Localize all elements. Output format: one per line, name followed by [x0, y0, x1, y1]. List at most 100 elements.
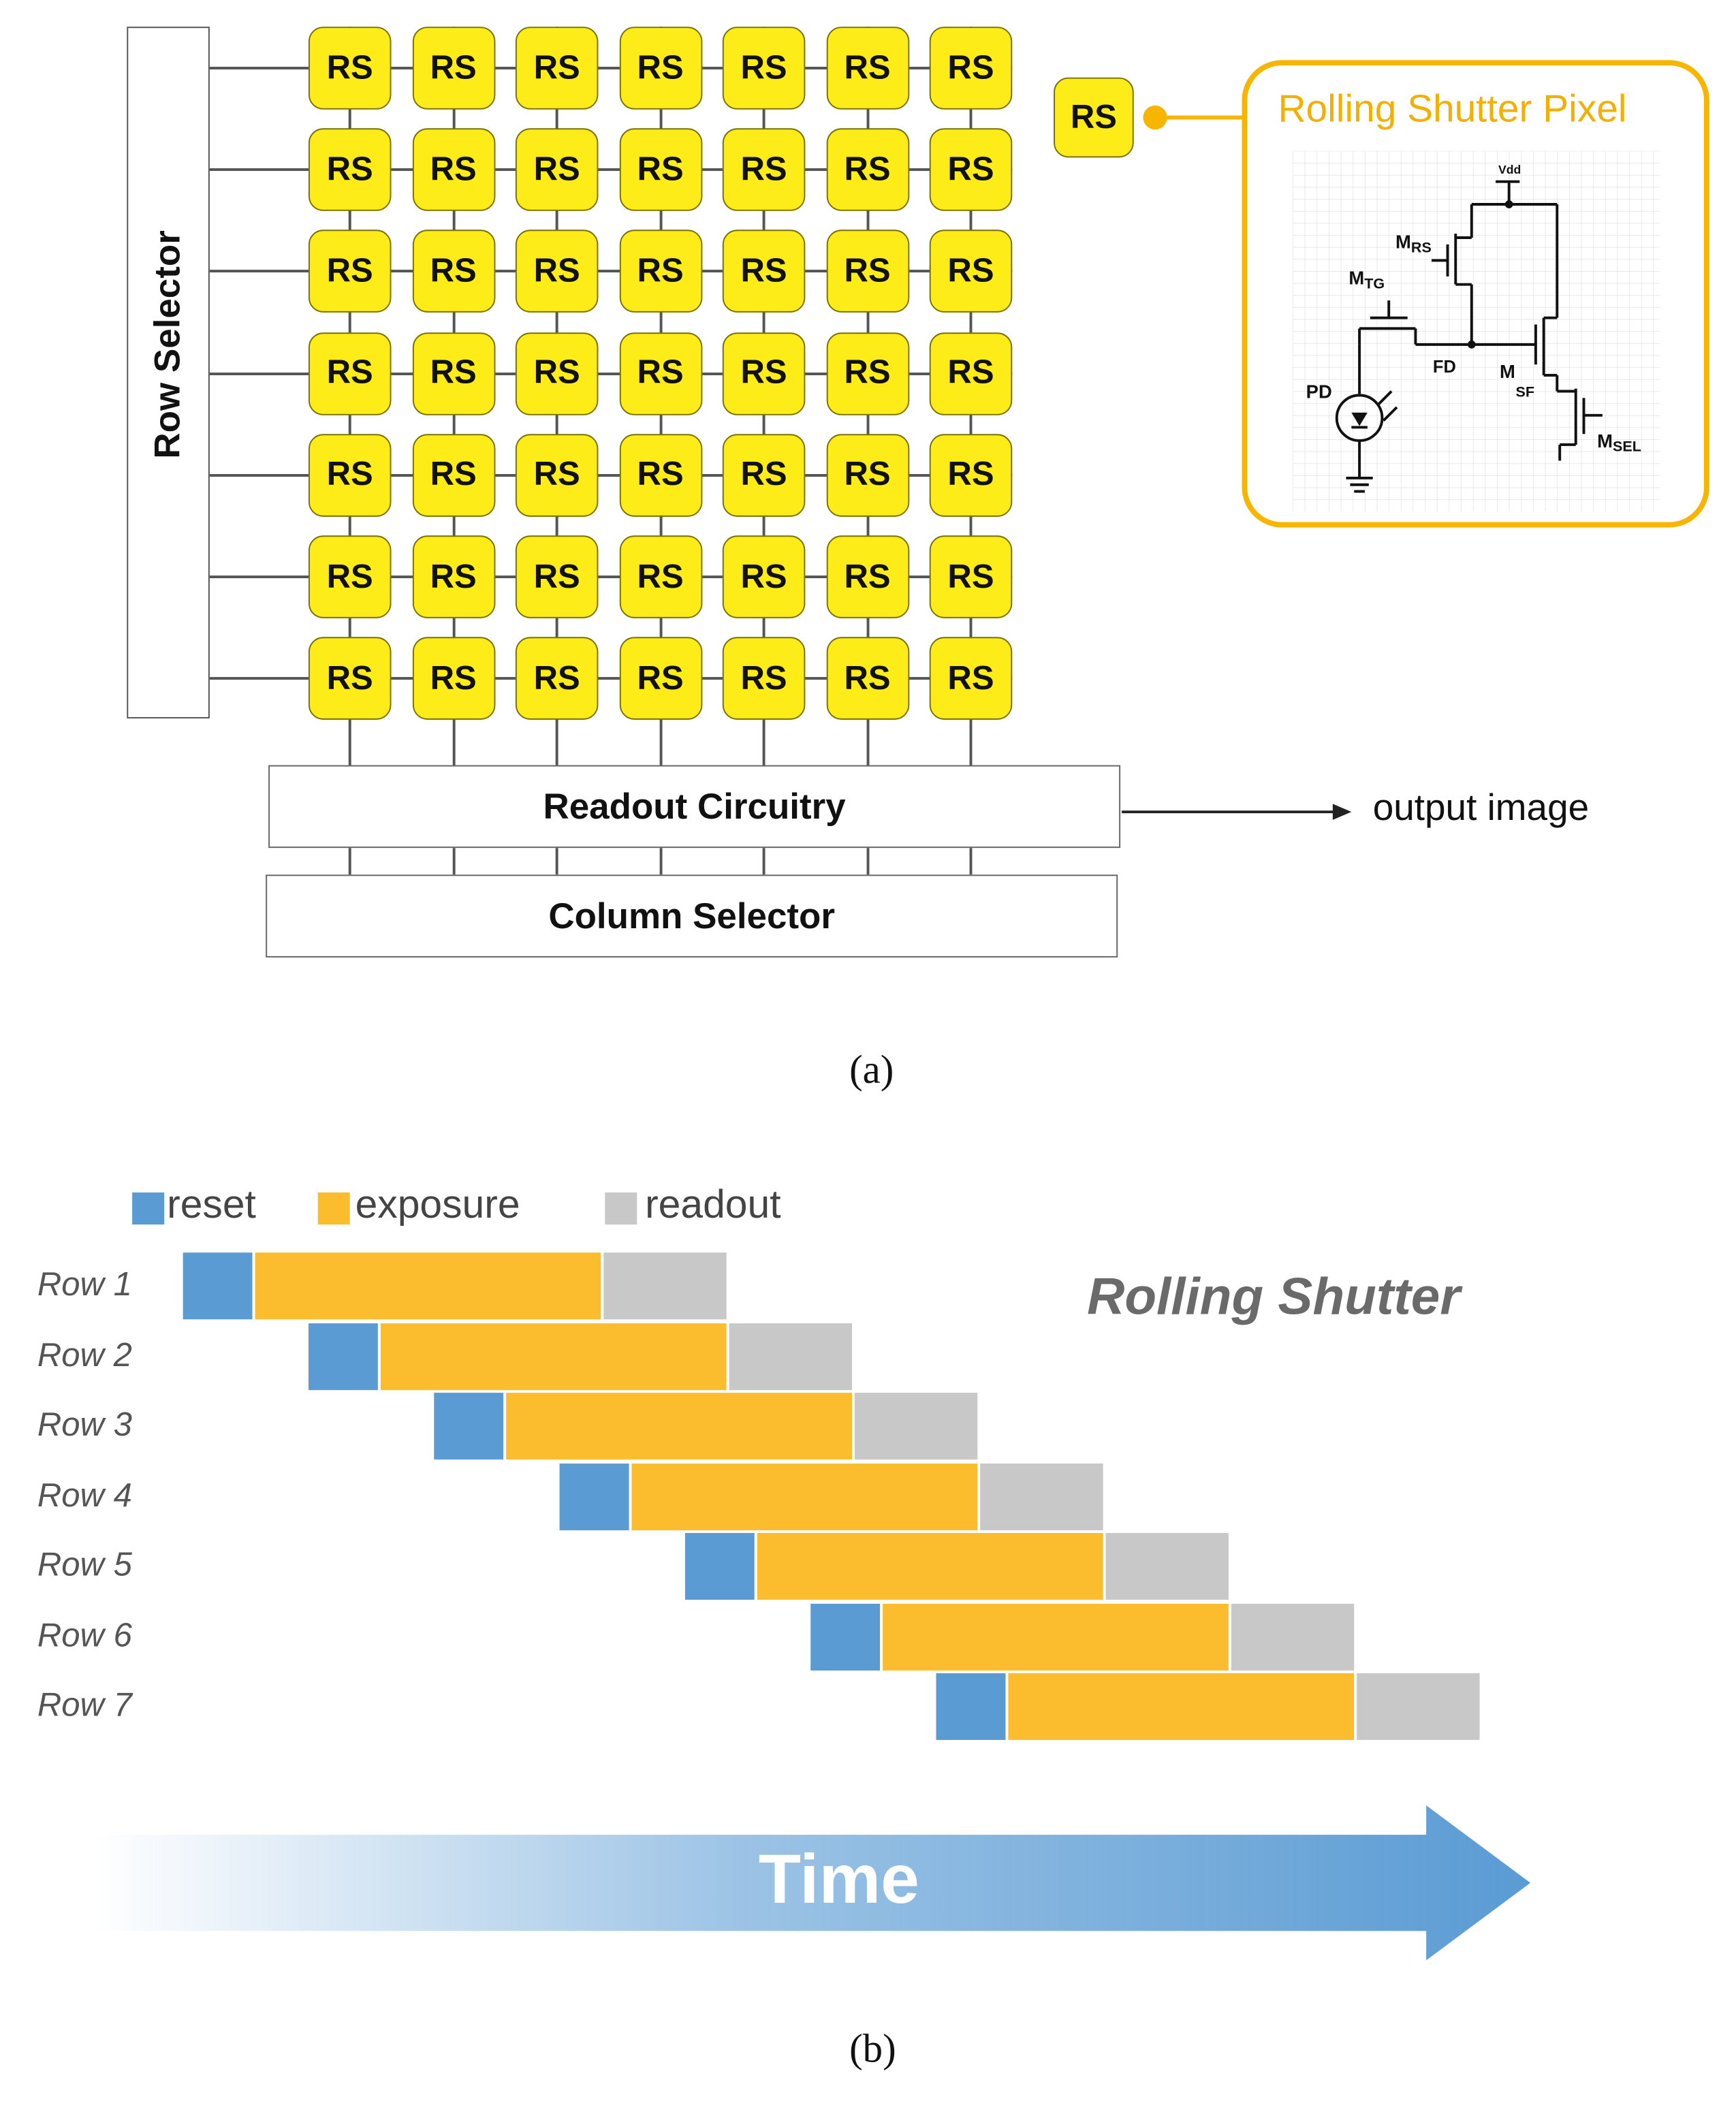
legend-rs-pixel: RS: [1054, 77, 1134, 158]
reset-segment: [183, 1252, 253, 1320]
rs-pixel-label: RS: [740, 252, 787, 290]
rs-pixel: RS: [308, 230, 392, 313]
rs-pixel: RS: [411, 433, 495, 517]
rs-pixel-label: RS: [637, 353, 684, 392]
row-select-line: [209, 677, 1013, 680]
rs-pixel-label: RS: [326, 659, 373, 697]
exposure-segment: [378, 1323, 727, 1390]
rs-pixel-label: RS: [533, 252, 580, 290]
rs-pixel: RS: [308, 128, 392, 212]
rs-pixel-label: RS: [740, 353, 787, 392]
rs-pixel: RS: [515, 637, 599, 721]
rs-pixel-label: RS: [637, 659, 684, 697]
row-selector-label: Row Selector: [147, 230, 188, 459]
rs-pixel: RS: [618, 433, 702, 517]
reset-segment: [308, 1323, 379, 1390]
rs-pixel: RS: [929, 433, 1013, 517]
rs-pixel: RS: [722, 27, 806, 110]
row-label: Row 7: [37, 1686, 132, 1724]
schematic-wires: [1335, 180, 1603, 493]
reset-segment: [559, 1463, 629, 1530]
rs-pixel: RS: [929, 230, 1013, 313]
rs-pixel-label: RS: [637, 48, 684, 86]
rs-pixel-label: RS: [844, 456, 891, 494]
row-select-line: [209, 372, 1013, 375]
rs-pixel: RS: [929, 128, 1013, 212]
rs-pixel: RS: [515, 128, 599, 212]
rs-pixel: RS: [411, 637, 495, 721]
rs-pixel-label: RS: [533, 353, 580, 392]
output-image-label: output image: [1372, 786, 1590, 828]
pixel-schematic: Vdd MRS MTG FD MSF PD MSEL: [1293, 151, 1660, 511]
time-arrow: [93, 1805, 1531, 1961]
rs-pixel: RS: [618, 535, 702, 618]
legend-readout-label: readout: [645, 1183, 781, 1227]
row-select-line: [209, 473, 1013, 477]
column-select-line: [452, 848, 455, 875]
rs-pixel: RS: [722, 332, 806, 415]
rs-pixel-label: RS: [844, 252, 891, 290]
rs-pixel-label: RS: [740, 557, 787, 595]
column-select-line: [866, 848, 869, 875]
column-select-line: [348, 848, 351, 875]
row-label: Row 5: [37, 1546, 132, 1584]
rs-pixel: RS: [515, 535, 599, 618]
reset-segment: [684, 1532, 755, 1600]
rs-pixel-label: RS: [637, 557, 684, 595]
row-label: Row 6: [37, 1616, 132, 1654]
rs-pixel: RS: [308, 433, 392, 517]
vdd-label: Vdd: [1498, 163, 1521, 176]
exposure-segment: [754, 1532, 1103, 1600]
rs-pixel: RS: [411, 535, 495, 618]
legend-exposure-swatch: [317, 1192, 350, 1225]
rs-pixel-label: RS: [740, 659, 787, 697]
rs-pixel: RS: [618, 128, 702, 212]
rs-pixel: RS: [618, 637, 702, 721]
rs-pixel-label: RS: [533, 659, 580, 697]
exposure-segment: [880, 1602, 1229, 1670]
exposure-segment: [503, 1393, 853, 1460]
rs-pixel: RS: [308, 27, 392, 110]
time-label: Time: [758, 1841, 919, 1919]
rs-pixel-label: RS: [844, 557, 891, 595]
rs-pixel-label: RS: [533, 150, 580, 188]
rs-pixel: RS: [722, 535, 806, 618]
rs-pixel: RS: [618, 332, 702, 415]
readout-circuitry-label: Readout Circuitry: [543, 785, 846, 826]
rs-pixel-label: RS: [740, 150, 787, 188]
rs-pixel: RS: [825, 230, 909, 313]
readout-segment: [1354, 1673, 1480, 1740]
readout-segment: [601, 1252, 727, 1320]
rs-pixel-label: RS: [740, 48, 787, 86]
rolling-shutter-title: Rolling Shutter: [1087, 1268, 1461, 1327]
rs-pixel: RS: [515, 433, 599, 517]
pixel-connector: [1143, 105, 1248, 130]
rs-pixel: RS: [515, 27, 599, 110]
rs-pixel: RS: [411, 230, 495, 313]
row-label: Row 3: [37, 1406, 132, 1444]
exposure-segment: [629, 1463, 978, 1530]
rs-pixel: RS: [722, 637, 806, 721]
rs-pixel: RS: [929, 27, 1013, 110]
rs-pixel-label: RS: [326, 353, 373, 392]
rs-pixel: RS: [722, 230, 806, 313]
rs-pixel: RS: [515, 332, 599, 415]
rs-pixel-label: RS: [947, 48, 994, 86]
row-label: Row 2: [37, 1335, 132, 1374]
rs-pixel-label: RS: [637, 252, 684, 290]
rs-pixel-label: RS: [844, 353, 891, 392]
rs-pixel: RS: [411, 128, 495, 212]
column-select-line: [969, 848, 973, 875]
rs-pixel-label: RS: [947, 252, 994, 290]
rs-pixel-label: RS: [947, 353, 994, 392]
row-label: Row 1: [37, 1265, 132, 1303]
rs-pixel-label: RS: [533, 557, 580, 595]
column-select-line: [659, 848, 662, 875]
legend-rs-label: RS: [1070, 98, 1117, 136]
rs-pixel: RS: [308, 332, 392, 415]
readout-segment: [852, 1393, 978, 1460]
rs-pixel-label: RS: [430, 659, 477, 697]
rs-pixel-label: RS: [326, 150, 373, 188]
caption-b: (b): [849, 2027, 896, 2072]
fd-label: FD: [1433, 358, 1456, 377]
